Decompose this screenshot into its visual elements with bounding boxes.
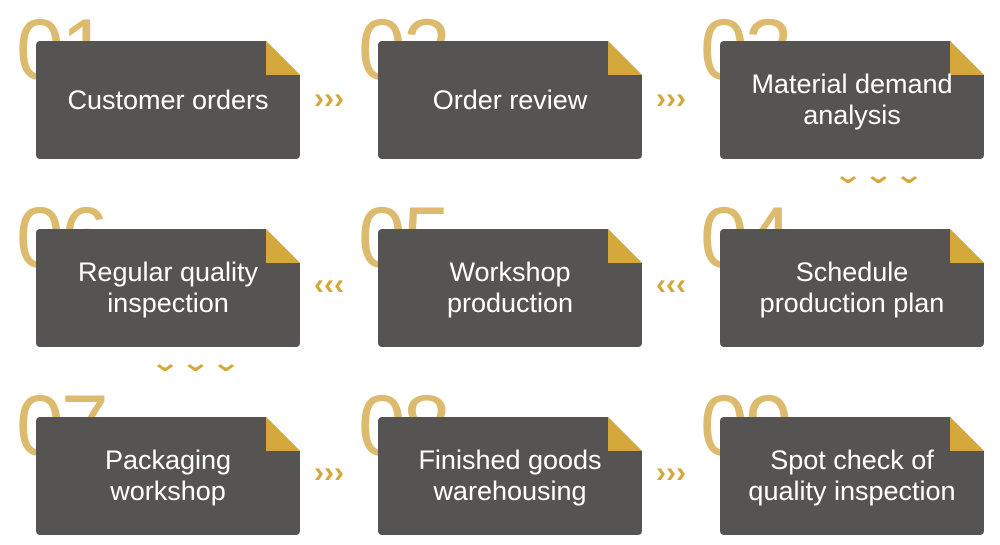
step-box (378, 41, 642, 159)
arrow-right-icon: ››› (314, 82, 344, 115)
step-box (36, 41, 300, 159)
step-02: 02 Order review (358, 7, 642, 159)
arrow-down-icon: ⌄⌄⌄ (832, 159, 925, 189)
arrow-left-icon: ‹‹‹ (656, 268, 686, 301)
step-07: 07 Packaging workshop (16, 383, 300, 535)
step-05: 05 Workshop production (358, 195, 642, 347)
step-04: 04 Schedule production plan (700, 195, 984, 347)
step-box (720, 417, 984, 535)
step-03: 03 Material demand analysis (700, 7, 984, 159)
step-label: Material demand analysis (751, 69, 953, 130)
step-label: Regular quality inspection (77, 257, 259, 318)
step-label: Order review (432, 84, 588, 115)
step-box (378, 229, 642, 347)
step-08: 08 Finished goods warehousing (358, 383, 642, 535)
step-box (36, 229, 300, 347)
step-label: Finished goods warehousing (418, 445, 602, 506)
arrow-right-icon: ››› (656, 82, 686, 115)
step-label: Packaging workshop (104, 445, 232, 506)
step-label: Workshop production (446, 257, 574, 318)
step-box (720, 229, 984, 347)
arrow-right-icon: ››› (656, 456, 686, 489)
step-box (720, 41, 984, 159)
step-09: 09 Spot check of quality inspection (700, 383, 984, 535)
step-label: Customer orders (67, 84, 269, 115)
step-label: Schedule production plan (759, 257, 945, 318)
step-box (36, 417, 300, 535)
arrow-right-icon: ››› (314, 456, 344, 489)
arrow-left-icon: ‹‹‹ (314, 268, 344, 301)
step-box (378, 417, 642, 535)
step-01: 01 Customer orders (16, 7, 300, 159)
step-label: Spot check of quality inspection (748, 445, 956, 506)
step-06: 06 Regular quality inspection (16, 195, 300, 347)
arrow-down-icon: ⌄⌄⌄ (149, 347, 242, 377)
